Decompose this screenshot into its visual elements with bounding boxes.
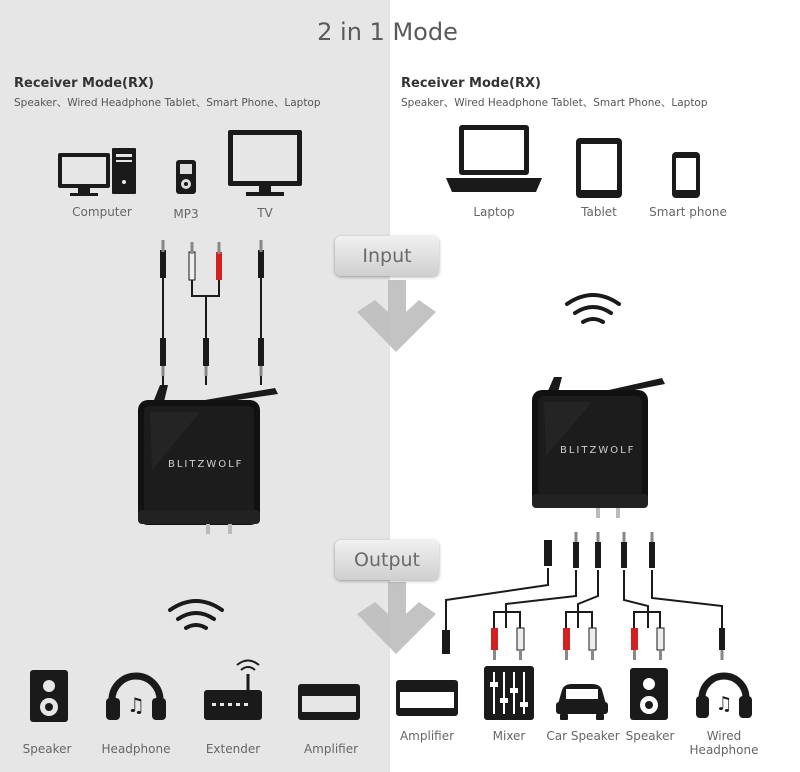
label-headphone: Headphone xyxy=(101,742,171,756)
amplifier-icon-right xyxy=(396,680,458,716)
svg-text:♫: ♫ xyxy=(715,693,732,715)
wired-headphone-icon: ♫ xyxy=(696,672,752,718)
label-tablet: Tablet xyxy=(581,205,617,219)
mp3-icon xyxy=(176,160,196,194)
right-bluetooth-device xyxy=(532,377,665,518)
label-car-speaker: Car Speaker xyxy=(546,729,620,743)
left-wireless-waves-icon xyxy=(168,599,224,630)
right-wireless-waves-icon xyxy=(565,293,621,324)
headphone-icon: ♫ xyxy=(106,672,166,720)
label-laptop: Laptop xyxy=(473,205,515,219)
label-wired: Wired xyxy=(706,729,742,743)
speaker-icon-right xyxy=(630,668,668,720)
label-computer: Computer xyxy=(72,205,132,219)
right-mode-title: Receiver Mode(RX) xyxy=(401,76,541,91)
left-input-plugs xyxy=(160,240,264,376)
tablet-icon xyxy=(576,138,622,198)
input-button[interactable]: Input xyxy=(335,236,439,276)
label-mixer: Mixer xyxy=(492,729,526,743)
right-device-brand: BLITZWOLF xyxy=(560,445,636,456)
output-button[interactable]: Output xyxy=(335,540,439,580)
extender-icon xyxy=(204,659,262,720)
computer-icon xyxy=(58,148,136,196)
label-extender: Extender xyxy=(205,742,261,756)
page-title: 2 in 1 Mode xyxy=(317,18,458,46)
left-device-brand: BLITZWOLF xyxy=(168,459,244,470)
car-speaker-icon xyxy=(556,684,608,720)
label-tv: TV xyxy=(257,206,273,220)
label-smart-phone: Smart phone xyxy=(649,205,727,219)
label-amplifier-left: Amplifier xyxy=(303,742,359,756)
input-arrow xyxy=(357,280,436,352)
tv-icon xyxy=(228,130,302,196)
left-mode-title: Receiver Mode(RX) xyxy=(14,76,154,91)
mixer-icon xyxy=(484,666,534,720)
smartphone-icon xyxy=(672,152,700,198)
left-input-cables xyxy=(162,278,262,385)
svg-text:♫: ♫ xyxy=(127,693,145,717)
left-devices-line: Speaker、Wired Headphone Tablet、Smart Pho… xyxy=(14,97,321,109)
right-output-cables xyxy=(445,568,723,630)
right-devices-line: Speaker、Wired Headphone Tablet、Smart Pho… xyxy=(401,97,708,109)
label-mp3: MP3 xyxy=(173,207,199,221)
label-speaker-right: Speaker xyxy=(625,729,675,743)
output-arrow xyxy=(357,582,436,654)
amplifier-icon-left xyxy=(298,684,360,720)
label-headphone-right: Headphone xyxy=(689,743,759,757)
label-speaker: Speaker xyxy=(22,742,72,756)
speaker-icon xyxy=(30,670,68,722)
right-output-plugs xyxy=(442,532,725,660)
left-panel-background xyxy=(0,0,390,772)
left-bluetooth-device xyxy=(138,385,278,534)
laptop-icon xyxy=(446,125,542,192)
label-amplifier-right: Amplifier xyxy=(399,729,455,743)
